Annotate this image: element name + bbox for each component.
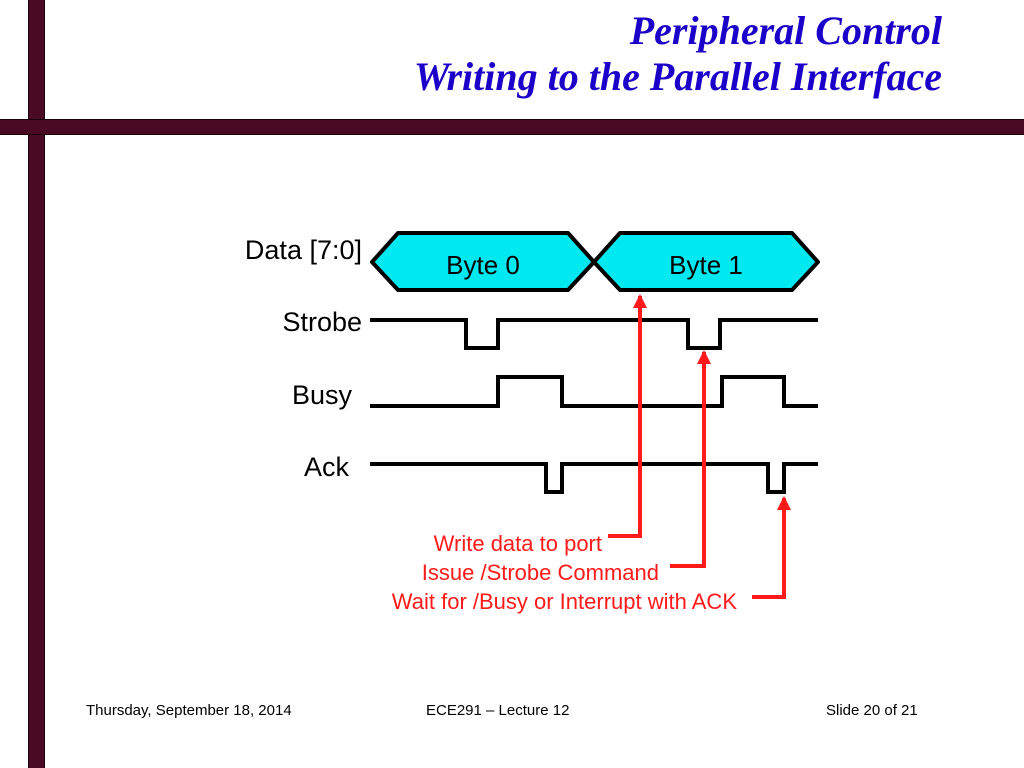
annotation-write-data: Write data to port <box>434 531 602 556</box>
title-divider-bar <box>0 119 1024 135</box>
strobe-waveform <box>370 318 818 350</box>
annotation-wait-busy: Wait for /Busy or Interrupt with ACK <box>392 589 738 614</box>
annotation-issue-strobe: Issue /Strobe Command <box>422 560 659 585</box>
busy-waveform <box>370 375 818 408</box>
title-line-1: Peripheral Control <box>629 8 942 53</box>
label-busy: Busy <box>292 380 353 410</box>
arrow-write-data <box>608 296 640 538</box>
arrow-wait-busy <box>752 498 784 599</box>
footer-slide-number: Slide 20 of 21 <box>826 702 918 719</box>
title-line-2: Writing to the Parallel Interface <box>413 54 942 99</box>
slide-title: Peripheral Control Writing to the Parall… <box>414 8 942 100</box>
footer-date: Thursday, September 18, 2014 <box>86 702 292 719</box>
label-ack: Ack <box>304 452 350 482</box>
byte-1-label: Byte 1 <box>669 250 743 280</box>
arrow-issue-strobe <box>670 352 704 568</box>
label-strobe: Strobe <box>282 307 362 337</box>
left-vertical-bar <box>28 0 45 768</box>
label-data: Data [7:0] <box>245 235 362 265</box>
byte-0-label: Byte 0 <box>446 250 520 280</box>
byte-1-hexagon <box>592 231 820 292</box>
ack-waveform <box>370 462 818 494</box>
footer-course: ECE291 – Lecture 12 <box>426 702 570 719</box>
